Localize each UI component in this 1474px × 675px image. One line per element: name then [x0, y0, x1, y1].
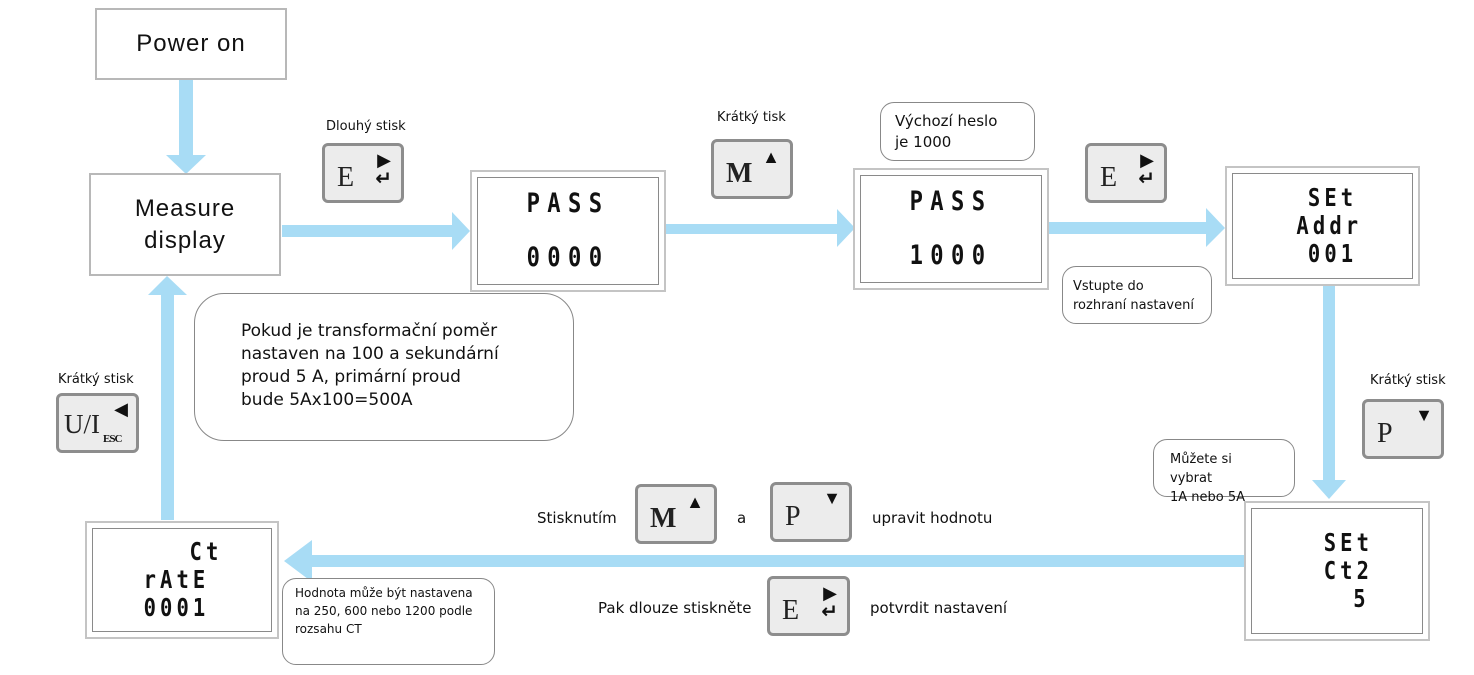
down-triangle-icon: ▼: [1415, 405, 1433, 425]
screen-line: SEt: [1323, 528, 1374, 557]
screen-line: 0000: [526, 242, 610, 273]
arrow-pass-to-pass1000: [665, 209, 855, 247]
screen-line: Addr: [1296, 211, 1363, 240]
enter-arrow-icon: ↵: [821, 599, 838, 623]
m-key-letter: M: [726, 158, 753, 189]
right-triangle-icon: ▶: [377, 150, 391, 170]
screen-line: SEt: [1307, 183, 1358, 212]
screen-line: Ct: [189, 537, 223, 566]
arrow-setaddr-to-setct2: [1312, 286, 1346, 499]
screen-line: 5: [1353, 584, 1370, 613]
m-up-key-bottom[interactable]: M ▲: [635, 484, 717, 544]
e-key-letter: E: [337, 162, 355, 193]
enter-arrow-icon: ↵: [1138, 166, 1155, 190]
p-down-key-right[interactable]: P ▼: [1362, 399, 1444, 459]
measure-display-line1: Measure: [134, 194, 236, 222]
measure-display-line2: display: [144, 226, 226, 254]
adjust-value-text: upravit hodnotu: [872, 509, 993, 527]
confirm-setting-text: potvrdit nastavení: [870, 599, 1008, 617]
screen-ct-rate: Ct rAtE 0001: [85, 521, 279, 639]
note-enter-settings: Vstupte do rozhraní nastavení: [1062, 266, 1212, 324]
e-key-letter: E: [782, 595, 800, 626]
note-ct-values: Hodnota může být nastavena na 250, 600 n…: [282, 578, 495, 665]
screen-pass-0000: PASS 0000: [470, 170, 666, 292]
e-key-letter: E: [1100, 162, 1118, 193]
note-ratio-example: Pokud je transformační poměr nastaven na…: [194, 293, 574, 441]
long-press-label: Dlouhý stisk: [326, 119, 406, 134]
up-triangle-icon: ▲: [686, 492, 704, 512]
screen-set-ct2: SEt Ct2 5: [1244, 501, 1430, 641]
ui-esc-key[interactable]: U/I ESC ◀: [56, 393, 139, 453]
note-choose-1a-5a: Můžete si vybrat 1A nebo 5A: [1153, 439, 1295, 505]
note-default-password: Výchozí heslo je 1000: [880, 102, 1035, 161]
screen-pass-0000-display: PASS 0000: [477, 177, 659, 285]
left-triangle-icon: ◀: [114, 399, 128, 419]
power-on-box: Power on: [95, 8, 287, 80]
m-key-letter: M: [650, 503, 677, 534]
e-enter-key-bottom[interactable]: E ▶ ↵: [767, 576, 850, 636]
arrow-ctrate-to-measure: [148, 276, 187, 520]
arrow-setct2-to-ctrate: [284, 540, 1250, 582]
arrow-pass1000-to-setaddr: [1048, 208, 1225, 247]
ui-key-letter: U/I: [64, 409, 100, 439]
esc-sub-label: ESC: [103, 433, 122, 445]
power-on-label: Power on: [136, 30, 246, 57]
enter-arrow-icon: ↵: [375, 166, 392, 190]
screen-line: PASS: [909, 186, 993, 217]
arrow-measure-to-pass: [282, 212, 470, 250]
arrow-power-to-measure: [166, 80, 206, 174]
press-prefix-text: Stisknutím: [537, 509, 617, 527]
screen-ct-rate-display: Ct rAtE 0001: [92, 528, 272, 632]
short-press-m-label: Krátký tisk: [717, 110, 786, 125]
e-enter-key-mid[interactable]: E ▶ ↵: [1085, 143, 1167, 203]
short-press-p-label: Krátký stisk: [1370, 373, 1446, 388]
right-triangle-icon: ▶: [823, 583, 837, 603]
screen-pass-1000: PASS 1000: [853, 168, 1049, 290]
p-key-letter: P: [785, 501, 801, 532]
measure-display-box: Measure display: [89, 173, 281, 276]
screen-set-ct2-display: SEt Ct2 5: [1251, 508, 1423, 634]
screen-set-addr-display: SEt Addr 001: [1232, 173, 1413, 279]
screen-line: PASS: [526, 188, 610, 219]
right-triangle-icon: ▶: [1140, 150, 1154, 170]
screen-line: 0001: [143, 593, 210, 622]
and-text: a: [737, 509, 747, 527]
screen-set-addr: SEt Addr 001: [1225, 166, 1420, 286]
down-triangle-icon: ▼: [823, 488, 841, 508]
screen-line: rAtE: [143, 565, 210, 594]
up-triangle-icon: ▲: [762, 147, 780, 167]
p-down-key-bottom[interactable]: P ▼: [770, 482, 852, 542]
screen-line: 001: [1307, 239, 1358, 268]
p-key-letter: P: [1377, 418, 1393, 449]
then-long-press-text: Pak dlouze stiskněte: [598, 599, 752, 617]
screen-line: Ct2: [1323, 556, 1374, 585]
screen-pass-1000-display: PASS 1000: [860, 175, 1042, 283]
m-up-key-top[interactable]: M ▲: [711, 139, 793, 199]
short-press-ui-label: Krátký stisk: [58, 372, 134, 387]
e-enter-key-top[interactable]: E ▶ ↵: [322, 143, 404, 203]
screen-line: 1000: [909, 240, 993, 271]
